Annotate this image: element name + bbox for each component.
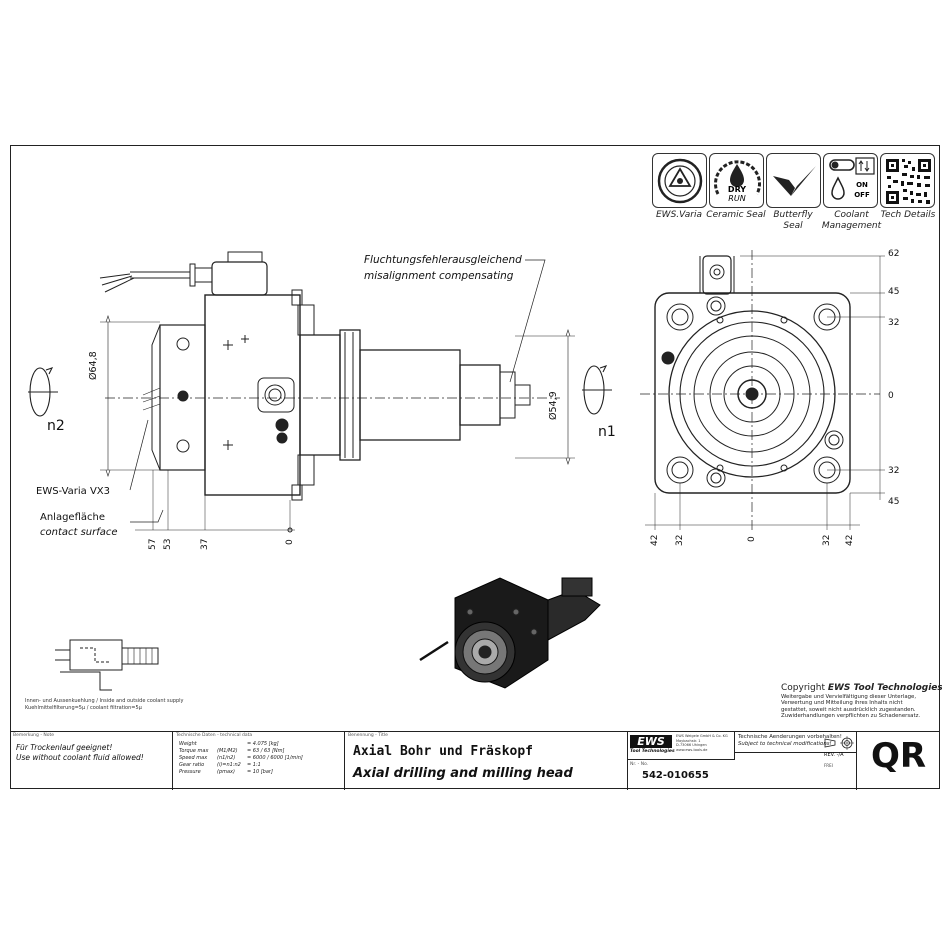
off-label: OFF	[854, 191, 870, 199]
tech-row: Speed max(n1/n2)= 6000 / 6000 [1/min]	[179, 755, 303, 761]
tech-row: Gear ratio(i)=n1:n2= 1:1	[179, 762, 261, 768]
company-cell: EWS Tool Technologies EWS Weigele GmbH &…	[628, 732, 856, 790]
copyright-line-1: Weitergabe und Vervielfältigung dieser U…	[781, 694, 917, 700]
coolant-note-line2: Kuehlmittelfilterung=5µ / coolant filtra…	[25, 705, 142, 711]
dry-run-icon: DRY RUN	[714, 160, 761, 203]
projection-icon	[824, 736, 854, 750]
tech-row: Pressure(pmax)= 10 [bar]	[179, 769, 273, 775]
qr-label-cell: QR	[856, 732, 939, 790]
copyright-brand: EWS Tool Technologies	[827, 683, 942, 693]
contact-surface-label-de: Anlagefläche	[40, 512, 105, 523]
front-bottom-dim-32-left: 32	[675, 534, 685, 546]
changes-de: Technische Aenderungen vorbehalten!	[738, 734, 842, 740]
butterfly-seal-icon	[773, 166, 816, 196]
front-dim-32-top: 32	[888, 318, 900, 328]
ews-varia-label: EWS-Varia VX3	[36, 486, 111, 497]
rotation-n2-label: n2	[47, 418, 65, 434]
drawing-sheet	[10, 145, 940, 789]
butterfly-seal-icon-box	[766, 153, 821, 208]
misalignment-label-de: Fluchtungsfehlerausgleichend	[364, 254, 522, 266]
company-address: EWS Weigele GmbH & Co. KG Maybachstr. 1 …	[676, 734, 728, 752]
on-label: ON	[856, 181, 868, 189]
dim-37: 37	[200, 538, 210, 550]
copyright-line-2: Verwertung und Mitteilung ihres Inhalts …	[781, 700, 903, 707]
side-view-flange	[159, 324, 206, 471]
company-logo: EWS	[630, 735, 672, 748]
coolant-note: Innen- und Aussenkuehlung / Inside and o…	[25, 698, 184, 712]
tech-table: Weight= 4.075 [kg] Torque max(M1/M2)= 63…	[179, 741, 303, 776]
front-dim-0: 0	[888, 391, 894, 401]
front-bottom-dim-42-left: 42	[650, 534, 660, 546]
tech-row: Weight= 4.075 [kg]	[179, 741, 279, 747]
front-bottom-dim-0: 0	[747, 536, 757, 542]
coolant-note-line1: Innen- und Aussenkuehlung / Inside and o…	[25, 698, 184, 704]
front-dim-32-bottom: 32	[888, 466, 900, 476]
front-dim-45-bottom: 45	[888, 497, 900, 507]
note-line-1: Für Trockenlauf geeignet!	[16, 743, 113, 752]
title-block: Bemerkung - Note Für Trockenlauf geeigne…	[10, 731, 940, 790]
dimension-diameter-right: Ø54,9	[548, 391, 559, 420]
front-bottom-dim-32-right: 32	[822, 534, 832, 546]
run-label: RUN	[728, 194, 745, 203]
side-view-housing	[204, 294, 301, 496]
title-header: Benennung - Title	[348, 733, 388, 738]
note-header: Bemerkung - Note	[13, 733, 55, 738]
coolant-management-icon-box: ON OFF	[823, 153, 878, 208]
misalignment-label-en: misalignment compensating	[364, 270, 514, 282]
tech-data-cell: Technische Daten - technical data Weight…	[173, 732, 345, 790]
rev-value: -/A	[836, 752, 844, 758]
copyright-prefix: Copyright	[781, 683, 828, 693]
rotation-n1-label: n1	[598, 424, 616, 440]
title-cell: Benennung - Title Axial Bohr und Fräskop…	[345, 732, 628, 790]
copyright-line-3: gestattet, soweit nicht ausdrücklich zug…	[781, 706, 916, 713]
front-bottom-dim-42-right: 42	[845, 534, 855, 546]
coolant-management-icon: ON OFF	[829, 157, 875, 200]
tech-header: Technische Daten - technical data	[176, 733, 253, 738]
feature-label-butterfly-seal: Butterfly Seal	[773, 210, 813, 231]
part-number: 542-010655	[642, 770, 709, 781]
feature-label-coolant-management: Coolant Management	[821, 210, 882, 231]
feature-label-ceramic-seal: Ceramic Seal	[706, 210, 766, 220]
note-line-2: Use without coolant fluid allowed!	[16, 753, 144, 762]
dim-57: 57	[148, 538, 158, 550]
company-sub: Tool Technologies	[630, 749, 675, 754]
title-en: Axial drilling and milling head	[353, 766, 573, 781]
front-dim-62: 62	[888, 249, 900, 259]
copyright-line-4: Zuwiderhandlungen verpflichten zu Schade…	[781, 712, 921, 719]
rev-field: REV. -/A	[824, 752, 844, 758]
dry-run-icon-box: DRY RUN	[709, 153, 764, 208]
frei-label: FREI	[824, 763, 833, 768]
qr-code-icon	[886, 159, 931, 204]
copyright-title: Copyright EWS Tool Technologies	[781, 683, 942, 694]
dimension-diameter-left: Ø64,8	[88, 351, 99, 380]
dim-0: 0	[285, 539, 295, 545]
projection-symbol	[823, 735, 855, 751]
changes-en: Subject to technical modifications!	[738, 741, 832, 747]
qr-label: QR	[870, 736, 927, 776]
changes-note: Technische Aenderungen vorbehalten! Subj…	[738, 734, 842, 748]
feature-label-tech-details[interactable]: Tech Details	[880, 210, 936, 220]
no-header: Nr. - No.	[630, 762, 649, 767]
note-cell: Bemerkung - Note Für Trockenlauf geeigne…	[10, 732, 173, 790]
rev-label: REV.	[824, 752, 835, 758]
contact-surface-label-en: contact surface	[40, 527, 118, 538]
dim-53: 53	[163, 538, 173, 550]
copyright-block: Copyright EWS Tool Technologies Weiterga…	[781, 683, 942, 719]
dry-label: DRY	[728, 185, 746, 194]
title-de: Axial Bohr und Fräskopf	[353, 744, 534, 759]
ews-varia-icon-box	[652, 153, 707, 208]
front-view-plate	[654, 292, 851, 494]
tech-row: Torque max(M1/M2)= 63 / 63 [Nm]	[179, 748, 285, 754]
qr-code-icon-box[interactable]	[880, 153, 935, 208]
company-logo-box: EWS Tool Technologies EWS Weigele GmbH &…	[628, 732, 735, 760]
front-dim-45-top: 45	[888, 287, 900, 297]
ews-varia-icon	[657, 158, 703, 204]
feature-label-ews-varia: EWS.Varia	[656, 210, 702, 220]
